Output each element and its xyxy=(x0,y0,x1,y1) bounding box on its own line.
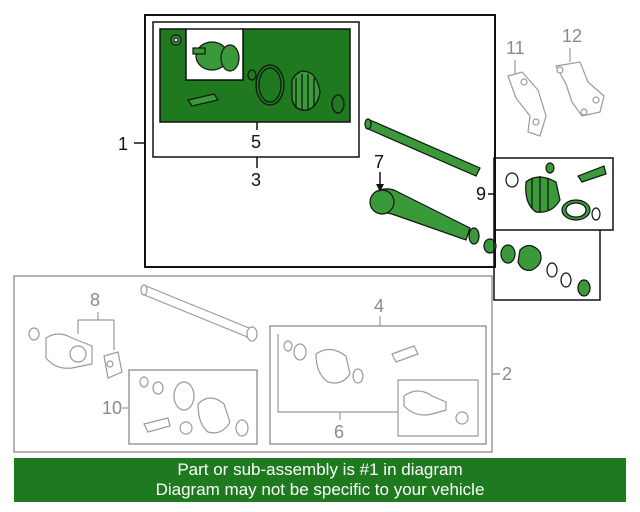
tripod-joint-part xyxy=(28,327,123,379)
kit-9-parts xyxy=(505,162,607,221)
subassembly-10-frame xyxy=(128,369,258,445)
callout-8[interactable]: 8 xyxy=(90,290,100,310)
callout-4[interactable]: 4 xyxy=(374,296,384,316)
callout-7-arrow xyxy=(376,184,384,192)
kit-10-parts xyxy=(139,376,249,437)
subassembly-9-frame xyxy=(493,157,614,231)
drive-shaft-part xyxy=(364,118,481,177)
shaft-2-part xyxy=(140,284,258,342)
footer-line-1: Part or sub-assembly is #1 in diagram xyxy=(177,460,463,479)
inner-cv-joint-part-7 xyxy=(369,188,480,245)
callout-5[interactable]: 5 xyxy=(251,132,261,152)
callout-7[interactable]: 7 xyxy=(374,152,384,172)
callout-8-leader xyxy=(77,312,115,350)
bracket-11-part xyxy=(507,71,547,137)
kit-4-parts xyxy=(283,340,469,425)
small-band-part xyxy=(331,94,345,114)
seal-rings-part xyxy=(483,238,591,297)
callout-2[interactable]: 2 xyxy=(502,364,512,384)
subassembly-3-frame xyxy=(152,21,360,158)
grease-pack-part xyxy=(187,93,219,107)
subassembly-6-frame xyxy=(277,334,479,437)
subassembly-9-lower-frame xyxy=(493,230,601,301)
callout-3[interactable]: 3 xyxy=(251,170,261,190)
callout-11[interactable]: 11 xyxy=(506,38,525,58)
callout-10[interactable]: 10 xyxy=(102,398,122,418)
callout-6[interactable]: 6 xyxy=(334,422,344,442)
assembly-2-frame xyxy=(13,275,493,453)
assembly-1-frame xyxy=(144,14,496,268)
boot-part xyxy=(291,70,321,111)
subassembly-4-frame xyxy=(269,325,487,445)
callout-9[interactable]: 9 xyxy=(476,184,486,204)
outer-cv-joint-part xyxy=(192,41,240,72)
boot-clamp-part xyxy=(247,64,285,106)
footer-line-2: Diagram may not be specific to your vehi… xyxy=(155,480,485,499)
bracket-12-part xyxy=(555,61,605,117)
small-clip-part xyxy=(170,34,182,46)
footer-notice-bar: Part or sub-assembly is #1 in diagram Di… xyxy=(14,458,626,502)
callout-1[interactable]: 1 xyxy=(118,134,128,154)
callout-12[interactable]: 12 xyxy=(562,26,582,46)
